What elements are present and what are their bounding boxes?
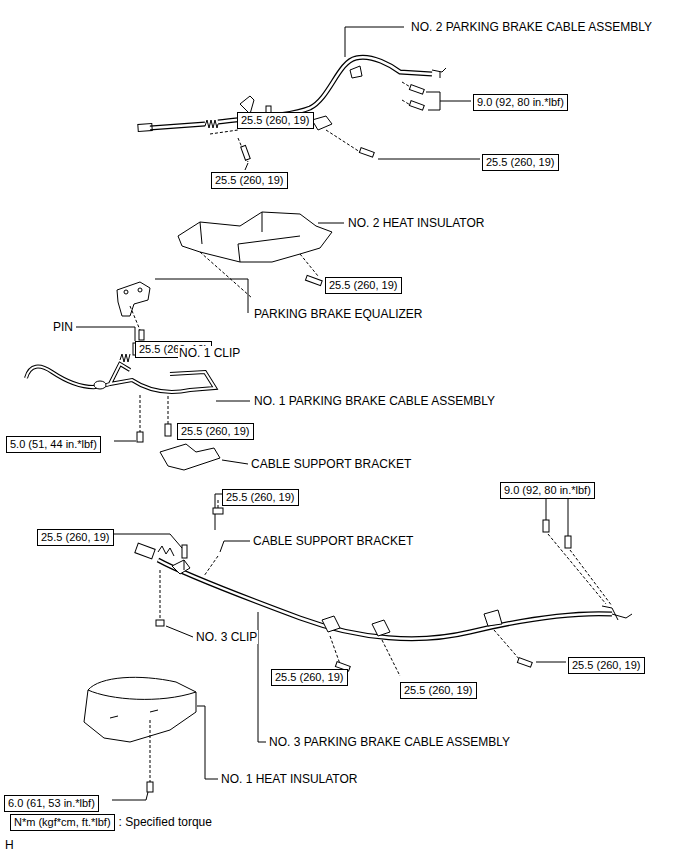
no1-heat-insulator: [84, 677, 218, 800]
part-label: PIN: [52, 320, 74, 334]
torque-box: 6.0 (61, 53 in.*lbf): [4, 793, 99, 812]
part-label: NO. 1 CLIP: [178, 346, 241, 360]
torque-value: 25.5 (260, 19): [237, 112, 314, 129]
torque-box: 25.5 (260, 19): [568, 655, 645, 674]
torque-value: 25.5 (260, 19): [222, 489, 299, 506]
no2-cable: [138, 27, 480, 170]
part-label: NO. 3 PARKING BRAKE CABLE ASSEMBLY: [268, 735, 511, 749]
torque-box: 25.5 (260, 19): [271, 667, 348, 686]
torque-value: 25.5 (260, 19): [325, 277, 402, 294]
torque-value: N*m (kgf*cm, ft.*lbf): [10, 814, 115, 831]
torque-box: N*m (kgf*cm, ft.*lbf) : Specified torque: [10, 812, 212, 831]
part-label: PARKING BRAKE EQUALIZER: [253, 307, 424, 321]
part-label: NO. 1 HEAT INSULATOR: [220, 772, 358, 786]
torque-value: 25.5 (260, 19): [568, 657, 645, 674]
part-label: NO. 1 PARKING BRAKE CABLE ASSEMBLY: [253, 394, 496, 408]
part-label: H: [4, 838, 15, 852]
torque-value: 25.5 (260, 19): [271, 669, 348, 686]
part-label: NO. 2 PARKING BRAKE CABLE ASSEMBLY: [410, 20, 653, 34]
torque-box: 25.5 (260, 19): [400, 680, 477, 699]
torque-box: 25.5 (260, 19): [222, 487, 299, 506]
part-label: CABLE SUPPORT BRACKET: [250, 457, 412, 471]
torque-box: 25.5 (260, 19): [177, 421, 254, 440]
torque-box: 25.5 (260, 19): [237, 110, 314, 129]
torque-value: 25.5 (260, 19): [37, 529, 114, 546]
torque-box: 25.5 (260, 19): [482, 152, 559, 171]
torque-value: 25.5 (260, 19): [177, 423, 254, 440]
torque-value: 9.0 (92, 80 in.*lbf): [500, 482, 595, 499]
torque-box: 25.5 (260, 19): [211, 170, 288, 189]
no2-heat-insulator: [178, 212, 344, 298]
part-label: NO. 3 CLIP: [195, 630, 258, 644]
legend-text: : Specified torque: [119, 815, 212, 830]
torque-value: 25.5 (260, 19): [400, 682, 477, 699]
torque-box: 9.0 (92, 80 in.*lbf): [500, 480, 595, 499]
torque-value: 6.0 (61, 53 in.*lbf): [4, 795, 99, 812]
part-label: CABLE SUPPORT BRACKET: [252, 534, 414, 548]
torque-box: 9.0 (92, 80 in.*lbf): [473, 92, 568, 111]
torque-box: 25.5 (260, 19): [325, 275, 402, 294]
part-label: NO. 2 HEAT INSULATOR: [347, 216, 485, 230]
torque-value: 25.5 (260, 19): [211, 172, 288, 189]
torque-box: 5.0 (51, 44 in.*lbf): [6, 434, 101, 453]
torque-value: 25.5 (260, 19): [482, 154, 559, 171]
torque-value: 5.0 (51, 44 in.*lbf): [6, 436, 101, 453]
torque-value: 9.0 (92, 80 in.*lbf): [473, 94, 568, 111]
equalizer: [117, 279, 248, 340]
torque-box: 25.5 (260, 19): [37, 527, 114, 546]
